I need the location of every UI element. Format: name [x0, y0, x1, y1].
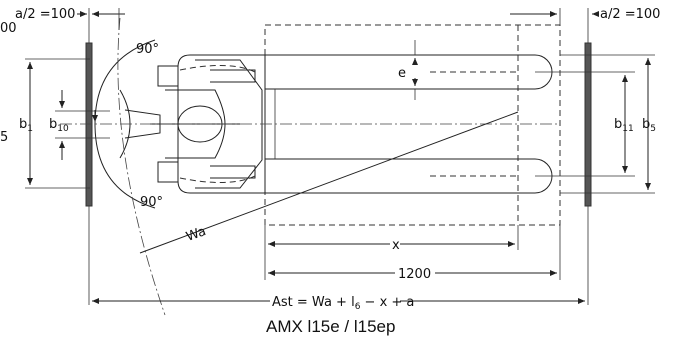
left-wall: [85, 42, 93, 207]
label-angle-bottom: 90°: [140, 195, 163, 210]
label-angle-top: 90°: [136, 42, 159, 57]
label-ast: Ast = Wa + l6 − x + a: [272, 295, 414, 312]
label-1200: 1200: [398, 267, 431, 282]
label-cut-left: 00: [0, 21, 17, 36]
label-b5: b5: [642, 117, 656, 134]
caption: AMX l15e / l15ep: [266, 317, 395, 336]
wa-line: [139, 111, 519, 254]
label-a2-right: a/2 =100: [600, 7, 660, 22]
label-a2-left: a/2 =100: [15, 7, 75, 22]
label-b11: b11: [614, 117, 634, 134]
label-wa: Wa: [184, 224, 208, 245]
swing-arc: [117, 17, 166, 316]
label-e: e: [398, 66, 406, 81]
label-b5-cut: 5: [0, 130, 8, 145]
right-wall: [584, 42, 592, 207]
label-x: x: [392, 238, 400, 253]
label-b10: b10: [49, 117, 69, 134]
label-b1: b1: [19, 117, 33, 134]
